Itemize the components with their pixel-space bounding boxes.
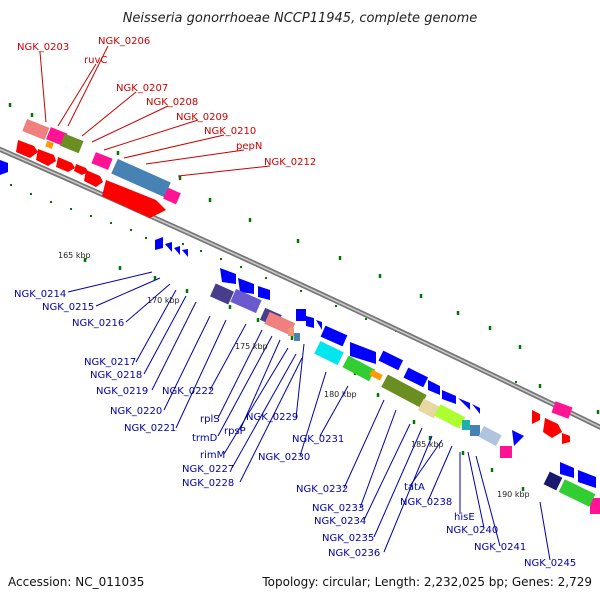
kbp-label: 185 kbp [411, 440, 444, 449]
gene-label: NGK_0212 [264, 157, 316, 168]
gene-label: NGK_0214 [14, 289, 66, 300]
reverse-strand-genes [0, 160, 596, 507]
outer-tick-row [8, 103, 600, 414]
gene-label: rplS [200, 414, 220, 425]
gene-label: pepN [236, 141, 262, 152]
gene-label: tatA [404, 482, 425, 493]
gene-label: NGK_0233 [312, 503, 364, 514]
map-title: Neisseria gonorrhoeae NCCP11945, complet… [123, 11, 478, 26]
gene-label: NGK_0241 [474, 542, 526, 553]
gene-label: NGK_0230 [258, 452, 310, 463]
kbp-label: 180 kbp [324, 390, 357, 399]
gene-label: NGK_0203 [17, 42, 69, 53]
gene-label: NGK_0229 [246, 412, 298, 423]
gene-label: NGK_0210 [204, 126, 256, 137]
gene-label: NGK_0231 [292, 434, 344, 445]
gene-label: NGK_0216 [72, 318, 124, 329]
gene-label: NGK_0207 [116, 83, 168, 94]
forward-strand-genes [16, 118, 600, 514]
gene-label: trmD [192, 433, 218, 444]
kbp-label: 175 kbp [235, 342, 268, 351]
bottom-gene-labels: NGK_0214 NGK_0215 NGK_0216 NGK_0217 NGK_… [14, 289, 576, 569]
accession-text: Accession: NC_011035 [8, 575, 144, 589]
top-leader-lines [39, 45, 271, 177]
gene-label: NGK_0208 [146, 97, 198, 108]
kbp-label: 190 kbp [497, 490, 530, 499]
gene-label: NGK_0221 [124, 423, 176, 434]
gene-label: rimM [200, 450, 225, 461]
gene-label: NGK_0222 [162, 386, 214, 397]
gene-label: NGK_0228 [182, 478, 234, 489]
gene-label: NGK_0215 [42, 302, 94, 313]
middle-dot-row [10, 184, 517, 383]
gene-label: NGK_0209 [176, 112, 228, 123]
gene-label: NGK_0232 [296, 484, 348, 495]
kbp-scale-labels: 165 kbp 170 kbp 175 kbp 180 kbp 185 kbp … [58, 251, 530, 499]
gene-label: NGK_0236 [328, 548, 380, 559]
gene-label: NGK_0227 [182, 464, 234, 475]
topology-text: Topology: circular; Length: 2,232,025 bp… [261, 575, 592, 589]
gene-label: rpsP [224, 426, 246, 437]
gene-label: NGK_0218 [90, 370, 142, 381]
gene-label: NGK_0238 [400, 497, 452, 508]
gene-label: NGK_0220 [110, 406, 162, 417]
top-gene-labels: NGK_0203 NGK_0206 ruvC NGK_0207 NGK_0208… [17, 36, 316, 168]
gene-label: NGK_0235 [322, 533, 374, 544]
gene-label: NGK_0217 [84, 357, 136, 368]
gene-label: NGK_0234 [314, 516, 366, 527]
gene-label: NGK_0219 [96, 386, 148, 397]
kbp-label: 170 kbp [147, 296, 180, 305]
gene-label: ruvC [84, 55, 107, 66]
kbp-label: 165 kbp [58, 251, 91, 260]
gene-label: hisE [454, 512, 475, 523]
gene-label: NGK_0206 [98, 36, 150, 47]
genome-backbone [0, 146, 600, 430]
gene-label: NGK_0240 [446, 525, 498, 536]
gene-label: NGK_0245 [524, 558, 576, 569]
bottom-leader-lines [67, 271, 551, 561]
